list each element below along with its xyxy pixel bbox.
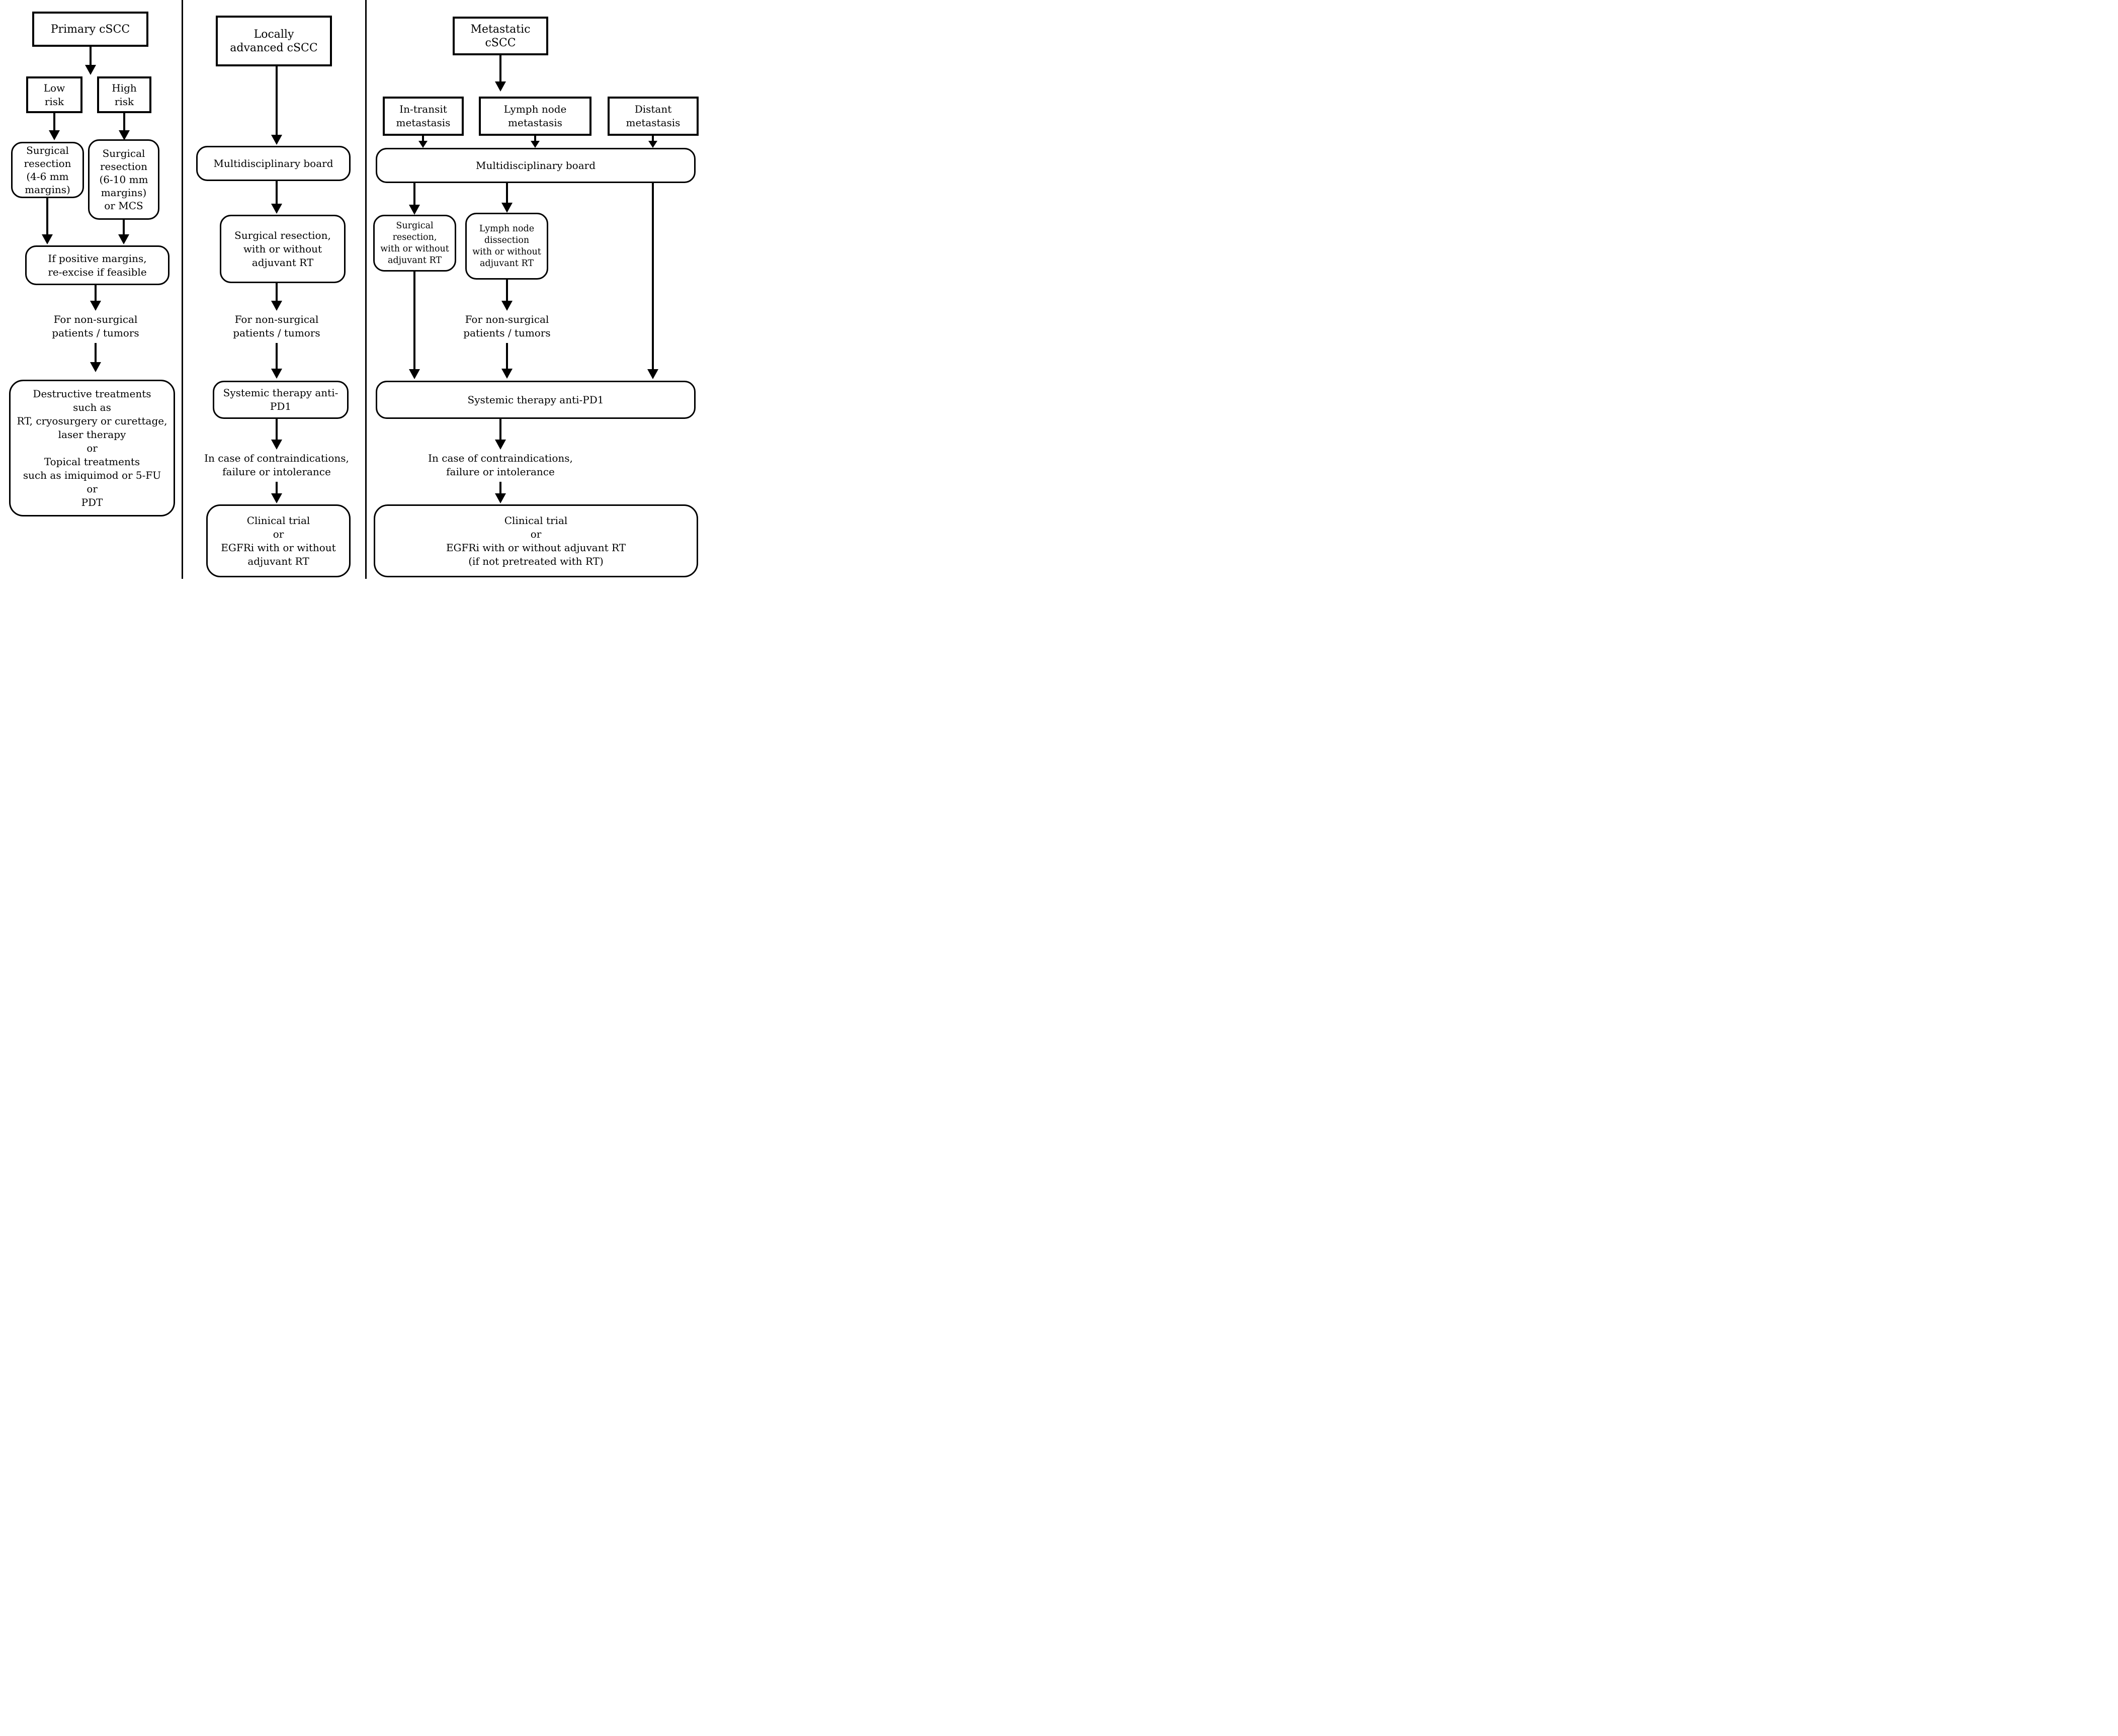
- arrow-down-icon: [648, 136, 657, 148]
- node-lymph-node-dissection: Lymph node dissection with or without ad…: [465, 213, 548, 280]
- node-locally-advanced-cscc: Locally advanced cSCC: [216, 16, 332, 66]
- node-clinical-trial-col2: Clinical trial or EGFRi with or without …: [206, 504, 351, 577]
- arrow-down-icon: [90, 343, 101, 372]
- arrow-down-icon: [409, 183, 420, 215]
- arrow-down-icon: [271, 283, 282, 311]
- label-in-case-col3: In case of contraindications, failure or…: [428, 452, 573, 478]
- arrow-down-icon: [501, 280, 513, 311]
- arrow-down-icon: [495, 419, 506, 450]
- label-non-surgical-col3: For non-surgical patients / tumors: [463, 313, 551, 339]
- node-surgical-resection-low-risk: Surgical resection (4-6 mm margins): [11, 142, 84, 198]
- node-surgical-resection-high-risk: Surgical resection (6-10 mm margins) or …: [88, 139, 159, 220]
- column-divider-right: [365, 0, 367, 579]
- arrow-down-icon: [501, 343, 513, 379]
- node-clinical-trial-col3: Clinical trial or EGFRi with or without …: [374, 504, 698, 577]
- arrow-down-icon: [119, 113, 130, 140]
- label-non-surgical-col2: For non-surgical patients / tumors: [233, 313, 320, 339]
- arrow-down-icon: [118, 220, 129, 244]
- node-if-positive-margins: If positive margins, re-excise if feasib…: [25, 245, 170, 285]
- node-multidisciplinary-board-col3: Multidisciplinary board: [376, 148, 696, 183]
- arrow-down-icon: [495, 55, 506, 92]
- node-surgical-resection-col2: Surgical resection, with or without adju…: [220, 215, 346, 283]
- arrow-down-icon: [271, 66, 282, 145]
- arrow-down-icon: [647, 183, 658, 379]
- arrow-down-icon: [271, 419, 282, 450]
- arrow-down-icon: [271, 343, 282, 379]
- node-primary-cscc: Primary cSCC: [32, 12, 148, 47]
- node-high-risk: High risk: [97, 76, 151, 113]
- arrow-down-icon: [271, 181, 282, 214]
- arrow-down-icon: [418, 136, 428, 148]
- arrow-down-icon: [42, 198, 53, 244]
- node-surgical-resection-col3: Surgical resection, with or without adju…: [373, 215, 456, 272]
- arrow-down-icon: [271, 482, 282, 503]
- label-in-case-col2: In case of contraindications, failure or…: [204, 452, 349, 478]
- label-non-surgical-col1: For non-surgical patients / tumors: [52, 313, 139, 339]
- node-in-transit-metastasis: In-transit metastasis: [383, 97, 464, 136]
- arrow-down-icon: [531, 136, 540, 148]
- arrow-down-icon: [495, 482, 506, 503]
- column-divider-left: [182, 0, 183, 579]
- node-multidisciplinary-board-col2: Multidisciplinary board: [196, 146, 351, 181]
- node-destructive-treatments: Destructive treatments such as RT, cryos…: [9, 380, 175, 516]
- node-systemic-therapy-col3: Systemic therapy anti-PD1: [376, 381, 696, 419]
- node-distant-metastasis: Distant metastasis: [608, 97, 699, 136]
- arrow-down-icon: [501, 183, 513, 213]
- arrow-down-icon: [85, 47, 96, 75]
- node-systemic-therapy-col2: Systemic therapy anti-PD1: [213, 381, 349, 419]
- arrow-down-icon: [409, 272, 420, 379]
- arrow-down-icon: [90, 285, 101, 311]
- node-lymph-node-metastasis: Lymph node metastasis: [479, 97, 591, 136]
- node-metastatic-cscc: Metastatic cSCC: [453, 17, 548, 55]
- node-low-risk: Low risk: [26, 76, 82, 113]
- flowchart-canvas: Primary cSCC Low risk High risk Surgical…: [0, 0, 706, 579]
- arrow-down-icon: [49, 113, 60, 140]
